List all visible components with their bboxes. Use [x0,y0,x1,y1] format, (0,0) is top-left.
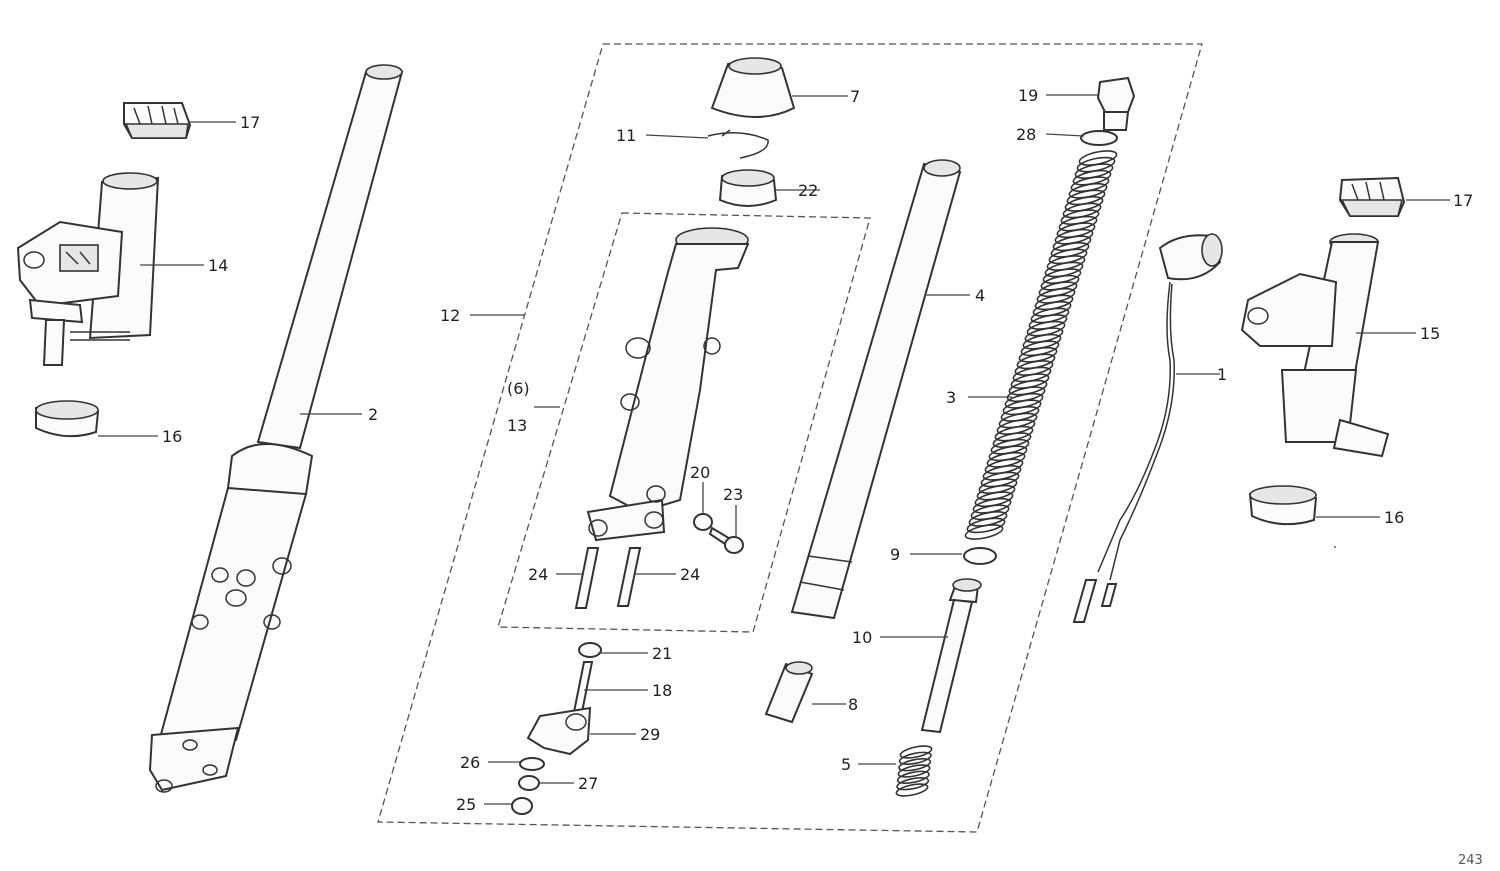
spring-seat [963,547,997,565]
fork-pipe [790,159,962,620]
upper-fork-bracket-left [16,172,160,366]
spring-coil [898,751,932,766]
washer-20 [693,513,713,531]
axle-holder [526,706,592,756]
callout-17-left: 17 [240,113,260,132]
fork-top-cap-left [123,102,192,139]
callout-12: 12 [440,306,460,325]
washer-21 [578,642,602,658]
callout-21: 21 [652,644,672,663]
stud-bolt-right [616,547,642,607]
spring-coil [899,745,933,759]
stud-bolt-left [574,547,600,609]
callout-22: 22 [798,181,818,200]
callout-4: 4 [975,286,985,305]
fork-slider-subgroup-outline [497,212,871,633]
washer-27 [518,775,540,791]
fork-slider [586,227,750,542]
oil-seal [718,169,778,207]
callout-29: 29 [640,725,660,744]
fork-spring [964,150,1118,540]
callout-19: 19 [1018,86,1038,105]
callout-labels: 1 2 3 4 5 (6) 7 8 9 10 11 12 13 14 15 16… [162,86,1473,814]
callout-2: 2 [368,405,378,424]
spring-coil [964,524,1004,540]
bolt-23 [708,526,744,554]
stopper-ring [707,129,769,159]
callout-15: 15 [1420,324,1440,343]
callout-16-right: 16 [1384,508,1404,527]
spring-coil [896,776,930,791]
callout-11: 11 [616,126,636,145]
callout-13: 13 [507,416,527,435]
fork-leg-assembly [148,64,404,793]
fork-boot-cover [710,57,796,118]
callout-14: 14 [208,256,228,275]
callout-24-right: 24 [680,565,700,584]
callout-16-left: 16 [162,427,182,446]
callout-23: 23 [723,485,743,504]
nut-25 [511,797,533,815]
callout-6: (6) [507,379,530,398]
washer-26 [519,757,545,771]
fork-assembly-group-outline [377,43,1203,833]
fork-top-cap-right [1338,176,1406,217]
leader-lines [98,94,1450,805]
callout-26: 26 [460,753,480,772]
callout-9: 9 [890,545,900,564]
upper-fork-bracket-right [1240,233,1390,458]
footer-code: 243 [1458,853,1483,866]
fork-bolt [1096,76,1136,131]
sensor-with-wire [1072,233,1223,623]
callout-24-left: 24 [528,565,548,584]
damper-rod [920,578,982,734]
oil-lock-collar [764,661,814,724]
callout-5: 5 [841,755,851,774]
spring-coil [896,770,930,785]
callout-7: 7 [850,87,860,106]
callout-1: 1 [1217,365,1227,384]
callout-3: 3 [946,388,956,407]
spring-coil [895,783,929,797]
callout-25: 25 [456,795,476,814]
callout-18: 18 [652,681,672,700]
spring-coil [898,757,932,772]
spring-coil [897,764,931,778]
steering-bearing-ring-right [1248,485,1318,526]
callout-28: 28 [1016,125,1036,144]
callout-20: 20 [690,463,710,482]
o-ring [1080,130,1118,146]
callout-8: 8 [848,695,858,714]
callout-10: 10 [852,628,872,647]
steering-bearing-ring-left [35,400,100,438]
callout-17-right: 17 [1453,191,1473,210]
callout-27: 27 [578,774,598,793]
rebound-spring [895,745,933,797]
spring-coil [966,517,1006,534]
